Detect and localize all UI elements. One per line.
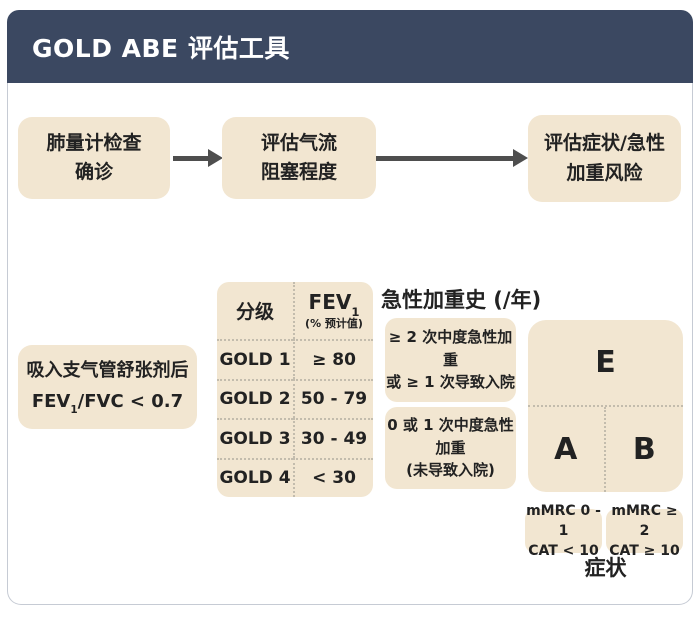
arrow-line (376, 155, 513, 161)
flow-step1-line1: 肺量计检查 (46, 131, 142, 154)
arrow-right-icon (173, 149, 223, 167)
fev-subscript: 1 (351, 304, 360, 319)
group-a-cell: A (528, 407, 606, 492)
exacerbation-history-title: 急性加重史 (/年) (381, 288, 542, 312)
abe-grid-bottom-row: A B (528, 407, 683, 492)
table-header-fev1: FEV1 (% 预计值) (293, 282, 373, 339)
cat-high-line: CAT ≥ 10 (609, 543, 680, 560)
table-row-gold1-grade: GOLD 1 (217, 339, 293, 379)
table-row-gold3-grade: GOLD 3 (217, 418, 293, 458)
criteria-line1: 吸入支气管舒张剂后 (26, 360, 189, 382)
high-risk-line2: 或 ≥ 1 次导致入院 (386, 373, 515, 392)
flow-step2-line2: 阻塞程度 (260, 161, 337, 183)
exacerbation-low-risk-box: 0 或 1 次中度急性 加重 (未导致入院) (385, 407, 516, 489)
group-e-cell: E (528, 320, 683, 407)
symptom-scale-low-box: mMRC 0 - 1 CAT < 10 (525, 503, 602, 559)
group-a-label: A (554, 432, 578, 467)
low-risk-line1: 0 或 1 次中度急性 (387, 416, 514, 435)
cat-low-line: CAT < 10 (528, 543, 599, 560)
mmrc-low-line: mMRC 0 - 1 (526, 502, 601, 539)
arrow-right-icon (376, 149, 528, 167)
table-row-gold4-grade: GOLD 4 (217, 457, 293, 498)
flow-step-spirometry: 肺量计检查 确诊 (18, 117, 170, 199)
flow-step3-line2: 加重风险 (566, 161, 643, 184)
group-e-label: E (595, 345, 616, 380)
criteria-line2: FEV1/FVC < 0.7 (32, 387, 183, 418)
table-row-gold1-value: ≥ 80 (293, 339, 373, 379)
exacerbation-high-risk-box: ≥ 2 次中度急性加重 或 ≥ 1 次导致入院 (385, 318, 516, 402)
fev-label: FEV (31, 391, 71, 412)
arrow-line (173, 155, 208, 161)
group-b-label: B (632, 432, 656, 467)
arrow-head (513, 149, 528, 167)
gold-grade-table: 分级 FEV1 (% 预计值) GOLD 1 ≥ 80 GOLD 2 50 - … (217, 282, 373, 497)
table-row-gold2-value: 50 - 79 (293, 378, 373, 418)
group-b-cell: B (606, 407, 684, 492)
fev-label: FEV (308, 289, 352, 314)
fev1-note: (% 预计值) (305, 316, 363, 330)
flow-step2-line1: 评估气流 (260, 131, 337, 154)
flow-step-symptoms-risk: 评估症状/急性 加重风险 (528, 115, 681, 202)
symptom-axis-label: 症状 (584, 556, 627, 580)
table-header-grade: 分级 (235, 301, 274, 323)
fev-subscript: 1 (70, 404, 78, 417)
fvc-ratio: /FVC < 0.7 (77, 391, 184, 412)
table-row-gold4-value: < 30 (293, 457, 373, 497)
flow-step1-line2: 确诊 (74, 161, 113, 183)
table-row-gold2-grade: GOLD 2 (217, 378, 293, 419)
low-risk-line2: 加重 (435, 438, 466, 457)
table-row-gold3-value: 30 - 49 (293, 418, 373, 458)
abe-grid: E A B (528, 320, 683, 492)
symptom-scale-high-box: mMRC ≥ 2 CAT ≥ 10 (606, 503, 683, 559)
mmrc-high-line: mMRC ≥ 2 (611, 502, 678, 539)
flow-step3-line1: 评估症状/急性 (544, 132, 665, 155)
high-risk-line1: ≥ 2 次中度急性加重 (388, 328, 513, 369)
flow-step-airflow: 评估气流 阻塞程度 (222, 117, 376, 199)
fev1-header: FEV1 (308, 289, 360, 318)
arrow-head (208, 149, 223, 167)
page-title: GOLD ABE 评估工具 (32, 33, 290, 63)
low-risk-line3: (未导致入院) (406, 461, 495, 480)
diagnosis-criteria-box: 吸入支气管舒张剂后 FEV1/FVC < 0.7 (18, 345, 197, 429)
header-bar: GOLD ABE 评估工具 (7, 10, 693, 83)
